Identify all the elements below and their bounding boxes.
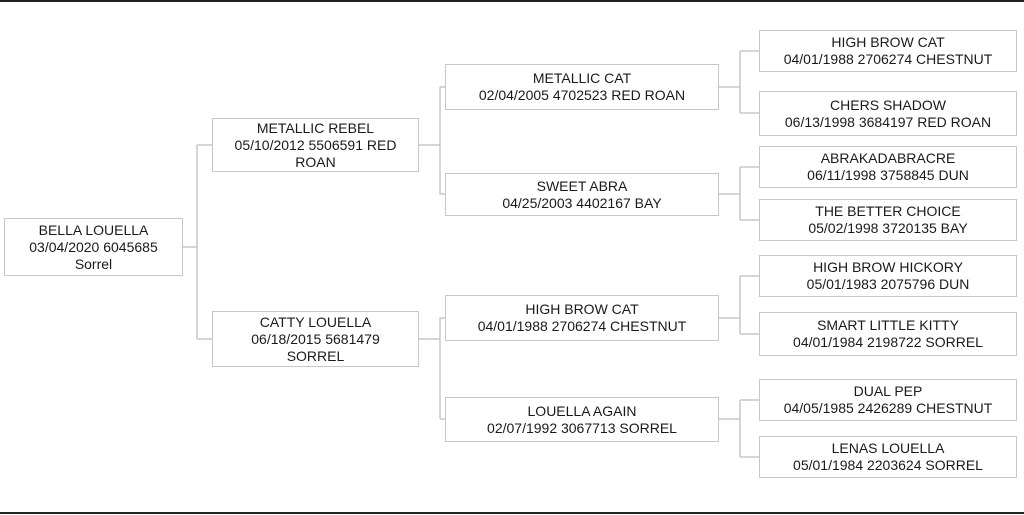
horse-details: 05/01/1983 2075796 DUN <box>806 276 970 292</box>
horse-name: BELLA LOUELLA <box>38 221 149 238</box>
horse-box-dam-dam: LOUELLA AGAIN 02/07/1992 3067713 SORREL <box>445 397 719 442</box>
horse-name: SWEET ABRA <box>536 177 628 194</box>
horse-box-sire-sire: METALLIC CAT 02/04/2005 4702523 RED ROAN <box>445 64 719 110</box>
horse-name: METALLIC REBEL <box>256 119 375 136</box>
horse-name: SMART LITTLE KITTY <box>817 317 959 333</box>
horse-color: SORREL <box>286 347 345 364</box>
horse-details: 04/25/2003 4402167 BAY <box>502 194 662 211</box>
horse-color: ROAN <box>295 153 336 170</box>
horse-name: DUAL PEP <box>853 383 923 399</box>
horse-box-dd-dam: LENAS LOUELLA 05/01/1984 2203624 SORREL <box>759 436 1017 478</box>
horse-name: THE BETTER CHOICE <box>815 203 961 219</box>
horse-box-ds-sire: HIGH BROW HICKORY 05/01/1983 2075796 DUN <box>759 255 1017 297</box>
bottom-rule <box>0 512 1024 514</box>
horse-color: Sorrel <box>74 255 113 272</box>
horse-box-dam: CATTY LOUELLA 06/18/2015 5681479 SORREL <box>212 311 419 367</box>
horse-box-ds-dam: SMART LITTLE KITTY 04/01/1984 2198722 SO… <box>759 312 1017 356</box>
horse-details: 04/01/1988 2706274 CHESTNUT <box>783 51 993 67</box>
horse-details: 05/01/1984 2203624 SORREL <box>793 457 983 473</box>
horse-box-dam-sire: HIGH BROW CAT 04/01/1988 2706274 CHESTNU… <box>445 295 719 341</box>
horse-details: 04/01/1984 2198722 SORREL <box>793 334 983 350</box>
top-rule <box>0 0 1024 2</box>
horse-details: 05/02/1998 3720135 BAY <box>808 220 968 236</box>
horse-name: METALLIC CAT <box>532 70 632 86</box>
horse-name: CHERS SHADOW <box>830 96 946 113</box>
horse-box-sd-sire: ABRAKADABRACRE 06/11/1998 3758845 DUN <box>759 146 1017 188</box>
horse-box-dd-sire: DUAL PEP 04/05/1985 2426289 CHESTNUT <box>759 379 1017 421</box>
horse-name: HIGH BROW CAT <box>525 301 639 317</box>
horse-box-subject: BELLA LOUELLA 03/04/2020 6045685 Sorrel <box>4 218 183 276</box>
horse-details: 05/10/2012 5506591 RED <box>234 136 397 153</box>
horse-details: 04/05/1985 2426289 CHESTNUT <box>783 400 993 416</box>
horse-box-ss-dam: CHERS SHADOW 06/13/1998 3684197 RED ROAN <box>759 91 1017 136</box>
horse-box-sire-dam: SWEET ABRA 04/25/2003 4402167 BAY <box>445 173 719 216</box>
horse-box-ss-sire: HIGH BROW CAT 04/01/1988 2706274 CHESTNU… <box>759 30 1017 72</box>
horse-name: HIGH BROW HICKORY <box>813 259 963 275</box>
horse-details: 02/04/2005 4702523 RED ROAN <box>478 87 686 103</box>
horse-name: HIGH BROW CAT <box>831 34 945 50</box>
horse-details: 06/13/1998 3684197 RED ROAN <box>784 113 992 130</box>
horse-details: 02/07/1992 3067713 SORREL <box>487 419 677 436</box>
horse-name: ABRAKADABRACRE <box>820 150 956 166</box>
horse-box-sire: METALLIC REBEL 05/10/2012 5506591 RED RO… <box>212 118 419 172</box>
horse-box-sd-dam: THE BETTER CHOICE 05/02/1998 3720135 BAY <box>759 199 1017 241</box>
horse-name: LENAS LOUELLA <box>831 440 945 456</box>
horse-details: 03/04/2020 6045685 <box>29 238 158 255</box>
horse-details: 06/11/1998 3758845 DUN <box>807 167 969 183</box>
horse-name: LOUELLA AGAIN <box>527 402 637 419</box>
horse-name: CATTY LOUELLA <box>259 313 372 330</box>
horse-details: 06/18/2015 5681479 <box>251 330 380 347</box>
horse-details: 04/01/1988 2706274 CHESTNUT <box>477 318 687 334</box>
